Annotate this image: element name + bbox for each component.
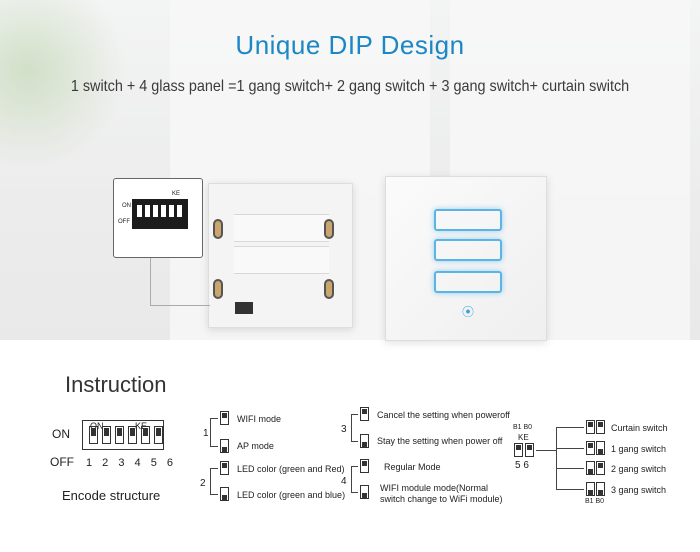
bracket-line — [210, 446, 218, 447]
bracket-line — [210, 468, 218, 469]
connector-line — [556, 448, 584, 449]
back-strip — [234, 214, 329, 242]
switch-icon — [586, 420, 595, 434]
touch-button — [434, 271, 502, 293]
group-4-number: 4 — [341, 476, 347, 487]
off-label: OFF — [50, 455, 74, 469]
switch-icon — [596, 441, 605, 455]
page-subtitle: 1 switch + 4 glass panel =1 gang switch+… — [70, 78, 630, 95]
mode-3-gang: 3 gang switch — [611, 485, 667, 495]
switch-5-icon — [514, 443, 523, 457]
dip-chip — [132, 199, 188, 229]
group-3-number: 3 — [341, 424, 347, 435]
switch-down-icon — [220, 439, 229, 453]
zoom-off-label: OFF — [118, 219, 130, 225]
switch-up-icon — [220, 411, 229, 425]
group-4-option-b-line2: switch change to WiFi module) — [380, 494, 503, 504]
group-2-option-b: LED color (green and blue) — [237, 490, 346, 500]
switch-back-image — [208, 183, 353, 328]
wifi-icon: ⦿ — [462, 305, 475, 319]
group-1-number: 1 — [203, 428, 209, 439]
zoom-ke-label: KE — [172, 191, 181, 197]
bracket-line — [351, 414, 358, 415]
connector-line — [556, 468, 584, 469]
group-1-option-a: WIFI mode — [237, 414, 282, 424]
bracket-line — [351, 414, 352, 441]
mode-2-gang: 2 gang switch — [611, 464, 667, 474]
switch-down-icon — [360, 434, 369, 448]
back-strip — [234, 246, 329, 274]
switch-front-image: ⦿ — [385, 176, 547, 341]
group-2-number: 2 — [200, 478, 206, 489]
switch-up-icon — [220, 461, 229, 475]
mode-curtain: Curtain switch — [611, 423, 668, 433]
switch-icon — [586, 482, 595, 496]
bracket-line — [351, 441, 358, 442]
instruction-title: Instruction — [65, 372, 167, 397]
connector-line — [536, 450, 556, 451]
dip-numbers: 1 2 3 4 5 6 — [86, 457, 177, 469]
dip-switch-chip — [235, 302, 253, 314]
switch-up-icon — [360, 407, 369, 421]
bracket-line — [210, 418, 218, 419]
bracket-line — [210, 418, 211, 446]
bracket-line — [210, 494, 218, 495]
group-3-option-b: Stay the setting when power off — [377, 436, 503, 446]
switch-icon — [596, 482, 605, 496]
modes-numbers: 5 6 — [515, 460, 529, 471]
background-foliage — [0, 0, 140, 190]
screw-hole — [324, 219, 334, 239]
bracket-line — [210, 468, 211, 494]
switch-down-icon — [360, 485, 369, 499]
switch-icon — [586, 461, 595, 475]
screw-hole — [213, 219, 223, 239]
bracket-line — [351, 466, 352, 492]
touch-button — [434, 209, 502, 231]
connector-line — [556, 427, 557, 489]
bracket-line — [351, 492, 358, 493]
bracket-line — [351, 466, 358, 467]
group-2-option-a: LED color (green and Red) — [237, 464, 345, 474]
page-title: Unique DIP Design — [235, 30, 465, 60]
switch-6-icon — [525, 443, 534, 457]
switch-icon — [596, 420, 605, 434]
connector-line — [556, 489, 584, 490]
on-label: ON — [52, 427, 70, 441]
group-3-option-a: Cancel the setting when poweroff — [377, 410, 510, 420]
encode-dip-diagram — [82, 420, 164, 450]
encode-structure-label: Encode structure — [62, 488, 161, 503]
touch-button — [434, 239, 502, 261]
callout-line — [150, 258, 210, 306]
zoom-on-label: ON — [122, 203, 131, 209]
switch-icon — [596, 461, 605, 475]
modes-header-b1b0: B1 B0 — [513, 424, 533, 431]
modes-ke-label: KE — [518, 433, 529, 442]
group-4-option-a: Regular Mode — [384, 462, 441, 472]
hero-background — [0, 0, 700, 340]
group-1-option-b: AP mode — [237, 441, 274, 451]
switch-down-icon — [220, 487, 229, 501]
switch-icon — [586, 441, 595, 455]
group-4-option-b-line1: WIFI module mode(Normal — [380, 483, 489, 493]
modes-footer-b1b0: B1 B0 — [585, 498, 605, 505]
screw-hole — [324, 279, 334, 299]
screw-hole — [213, 279, 223, 299]
dip-zoom-callout: ON KE OFF — [113, 178, 203, 258]
connector-line — [556, 427, 584, 428]
mode-1-gang: 1 gang switch — [611, 444, 667, 454]
switch-up-icon — [360, 459, 369, 473]
